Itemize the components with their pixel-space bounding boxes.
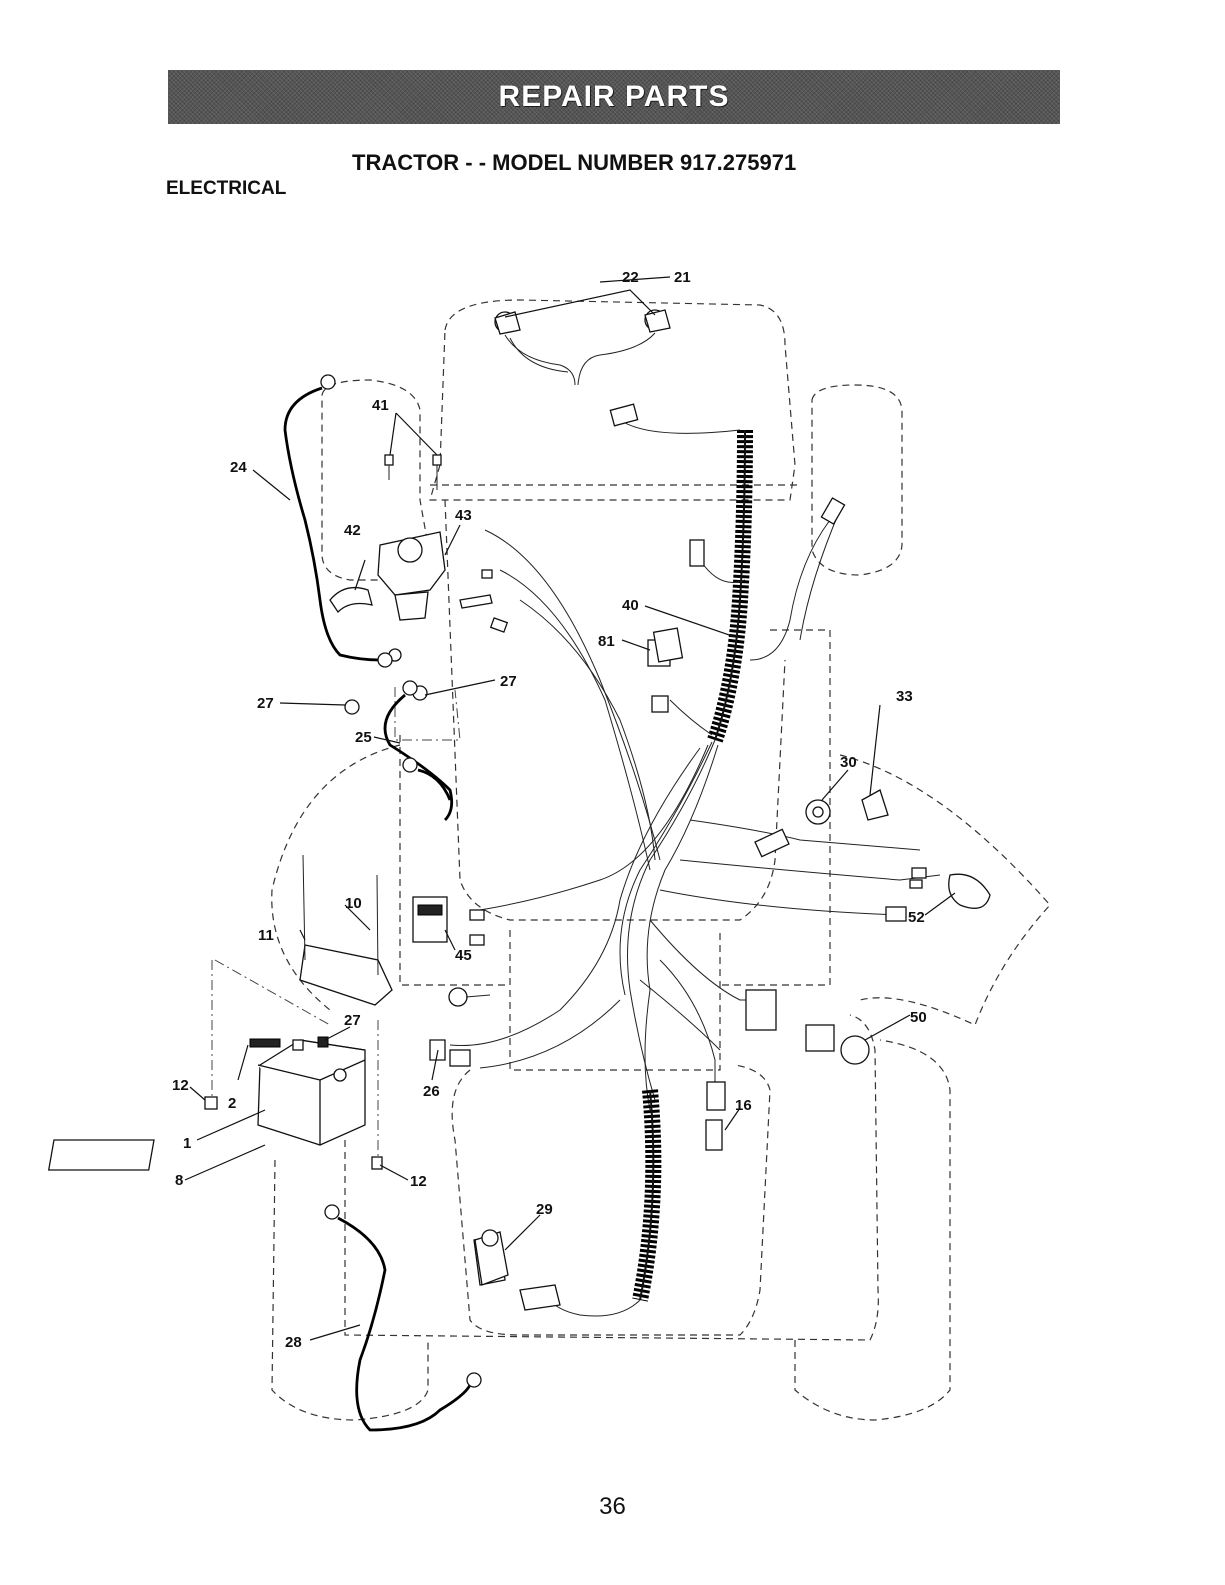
callout-1: 1 [183, 1135, 191, 1152]
callout-28: 28 [285, 1334, 302, 1351]
tractor-outline [212, 300, 1050, 1420]
connectors [413, 404, 990, 1310]
callout-27-center: 27 [500, 673, 517, 690]
callout-29: 29 [536, 1201, 553, 1218]
callout-26: 26 [423, 1083, 440, 1100]
callout-25: 25 [355, 729, 372, 746]
callout-12-left: 12 [172, 1077, 189, 1094]
callout-45: 45 [455, 947, 472, 964]
headlight-assembly [495, 310, 670, 385]
callout-27-battery: 27 [344, 1012, 361, 1029]
callout-30: 30 [840, 754, 857, 771]
callout-52: 52 [908, 909, 925, 926]
callout-41: 41 [372, 397, 389, 414]
page-number: 36 [0, 1493, 1225, 1521]
callout-21: 21 [674, 269, 691, 286]
callout-27-left: 27 [257, 695, 274, 712]
callout-43: 43 [455, 507, 472, 524]
callout-33: 33 [896, 688, 913, 705]
callout-8: 8 [175, 1172, 183, 1189]
callout-2: 2 [228, 1095, 236, 1112]
callout-12-right: 12 [410, 1173, 427, 1190]
callout-11: 11 [258, 927, 274, 944]
callout-24: 24 [230, 459, 247, 476]
solenoid-assembly [330, 455, 445, 714]
callout-10: 10 [345, 895, 362, 912]
callout-16: 16 [735, 1097, 752, 1114]
callout-81: 81 [598, 633, 615, 650]
battery-assembly [49, 855, 392, 1170]
battery-cables [285, 375, 490, 1430]
callout-22: 22 [622, 269, 639, 286]
callout-40: 40 [622, 597, 639, 614]
callout-50: 50 [910, 1009, 927, 1026]
callout-42: 42 [344, 522, 361, 539]
leader-lines [185, 277, 955, 1340]
